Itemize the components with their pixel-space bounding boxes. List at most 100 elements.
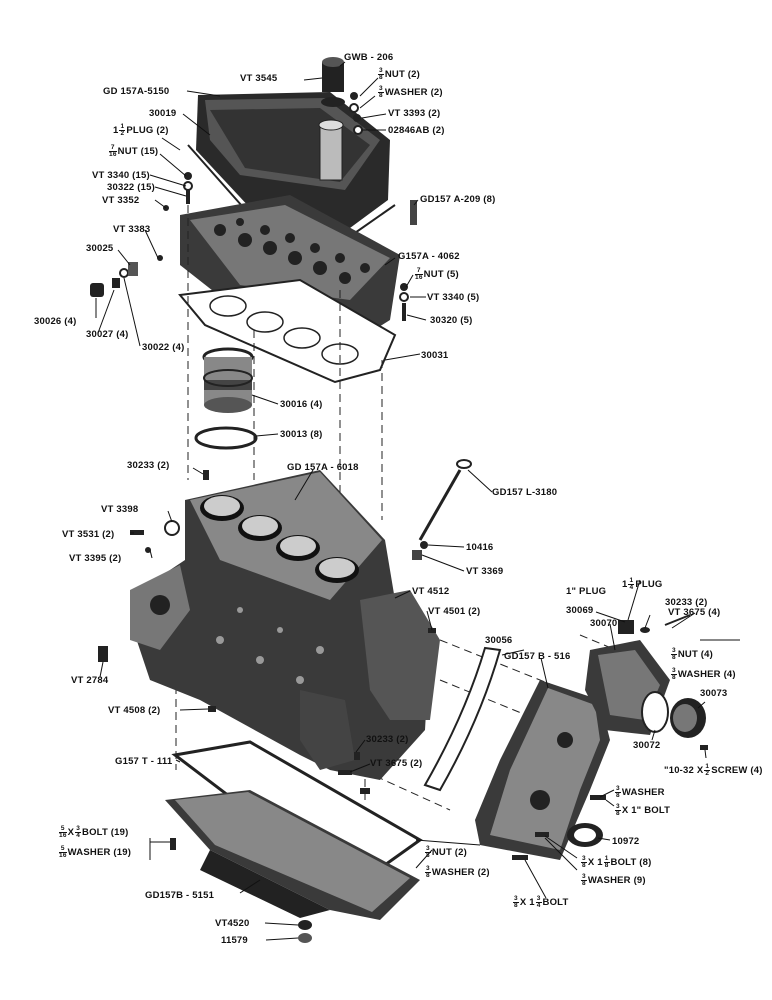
- head-gasket: [178, 278, 397, 384]
- label-30322: 30322 (15): [107, 182, 155, 193]
- label-nut716-5-text: NUT (5): [423, 269, 459, 281]
- label-gd157b5151: GD157B - 5151: [145, 890, 215, 901]
- head-studs-right: [399, 283, 409, 321]
- label-30233-r: 30233 (2): [665, 597, 708, 608]
- label-vt3383: VT 3383: [113, 224, 151, 235]
- label-vt3395: VT 3395 (2): [69, 553, 122, 564]
- valve-cover: [187, 92, 396, 237]
- label-vt3340-5: VT 3340 (5): [427, 292, 480, 303]
- label-vt3398: VT 3398: [101, 504, 139, 515]
- label-gd157a209: GD157 A-209 (8): [420, 194, 496, 205]
- block-small-parts: [98, 470, 436, 794]
- label-10972: 10972: [612, 836, 640, 847]
- pump-gasket: [641, 691, 669, 733]
- label-30025: 30025: [86, 243, 114, 254]
- pan-bolt: [170, 838, 176, 850]
- label-30233-m: 30233 (2): [366, 734, 409, 745]
- label-vt3675-4: VT 3675 (4): [668, 607, 721, 618]
- label-30233-top: 30233 (2): [127, 460, 170, 471]
- label-vt3369: VT 3369: [466, 566, 504, 577]
- label-bolt38x134-text2: BOLT: [542, 897, 569, 909]
- dipstick: [412, 459, 472, 560]
- label-nut38-2-text: NUT (2): [384, 69, 421, 81]
- label-washer38-2-text: WASHER (2): [384, 87, 443, 99]
- water-plugs: [90, 262, 138, 297]
- label-10-32-screw-text2: SCREW (4): [711, 765, 763, 777]
- label-gd157a6018: GD 157A - 6018: [287, 462, 359, 473]
- label-vt3531: VT 3531 (2): [62, 529, 115, 540]
- pump-cover: [670, 698, 706, 738]
- label-10-32-screw-text: "10-32 X: [664, 765, 704, 777]
- label-30056: 30056: [485, 635, 513, 646]
- label-vt4501: VT 4501 (2): [428, 606, 481, 617]
- label-bolt38x134-text: X 1: [519, 897, 535, 909]
- label-washer38-2b-text: WASHER (2): [431, 867, 490, 879]
- leader-lines: [95, 61, 740, 941]
- label-nut38-2b-text: NUT (2): [431, 847, 468, 859]
- label-nut38-4-text: NUT (4): [677, 649, 714, 661]
- label-vt4512: VT 4512: [412, 586, 450, 597]
- label-11579: 11579: [221, 935, 248, 946]
- label-30069: 30069: [566, 605, 594, 616]
- label-vt4508: VT 4508 (2): [108, 705, 161, 716]
- label-washer516-text: WASHER (19): [67, 847, 132, 859]
- label-gd157a5150: GD 157A-5150: [103, 86, 170, 97]
- label-30072: 30072: [633, 740, 661, 751]
- label-30073: 30073: [700, 688, 728, 699]
- label-30026: 30026 (4): [34, 316, 77, 327]
- label-30070: 30070: [590, 618, 618, 629]
- seal-ring: [194, 426, 258, 450]
- label-1-1-4-plug-text: PLUG: [635, 579, 663, 591]
- label-30022: 30022 (4): [142, 342, 185, 353]
- cylinder-sleeve: [202, 347, 254, 413]
- oil-pan: [165, 790, 420, 943]
- engine-block: [130, 470, 440, 780]
- label-g157t111: G157 T - 111: [115, 756, 173, 767]
- label-02846ab: 02846AB (2): [388, 125, 445, 136]
- label-bolt516-text2: BOLT (19): [82, 827, 129, 839]
- label-bolt38x1-text: X 1" BOLT: [621, 805, 671, 817]
- label-g157a4062: G157A - 4062: [398, 251, 460, 262]
- label-30027: 30027 (4): [86, 329, 129, 340]
- label-bolt516-text: X: [67, 827, 75, 839]
- label-washer38-9-text: WASHER (9): [587, 875, 646, 887]
- label-30016: 30016 (4): [280, 399, 323, 410]
- label-vt2784: VT 2784: [71, 675, 109, 686]
- label-30320: 30320 (5): [430, 315, 473, 326]
- timing-bolts: [512, 745, 708, 860]
- label-vt4520: VT4520: [215, 918, 250, 929]
- label-vt3675-2: VT 3675 (2): [370, 758, 423, 769]
- head-nuts: [157, 172, 193, 261]
- front-plate: [475, 680, 610, 860]
- oil-seal: [567, 823, 603, 847]
- label-gd157l3180: GD157 L-3180: [492, 487, 558, 498]
- label-1in-plug: 1" PLUG: [566, 586, 607, 597]
- label-washer38-4-text: WASHER (4): [677, 669, 736, 681]
- label-bolt38x118-text2: BOLT (8): [610, 857, 652, 869]
- label-vt3340-15: VT 3340 (15): [92, 170, 150, 181]
- label-vt3545: VT 3545: [240, 73, 278, 84]
- oil-filler-cap: [321, 57, 345, 107]
- label-gwb206: GWB - 206: [344, 52, 394, 63]
- timing-gasket: [423, 646, 502, 792]
- label-washer38-text: WASHER: [621, 787, 665, 799]
- label-vt3352: VT 3352: [102, 195, 140, 206]
